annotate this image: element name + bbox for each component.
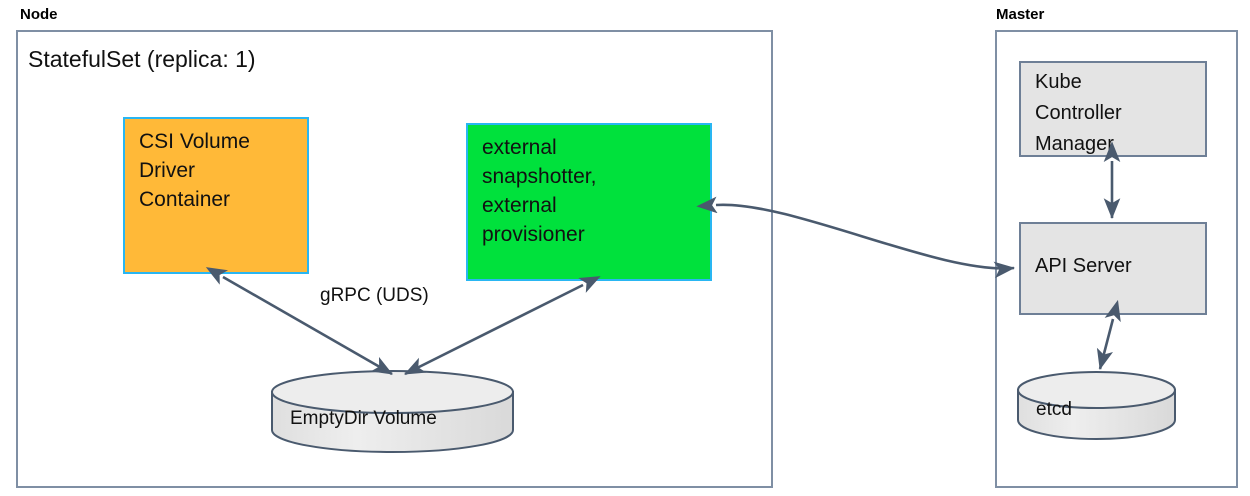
cylinder-label-emptydir-volume: EmptyDir Volume [290, 408, 437, 429]
box-line: external [482, 194, 557, 217]
cylinder-label-etcd: etcd [1036, 399, 1072, 420]
box-line: API Server [1035, 255, 1132, 277]
box-line: Kube [1035, 71, 1082, 93]
box-line: external [482, 136, 557, 159]
box-line: Driver [139, 159, 195, 182]
box-csi-volume-driver-container[interactable]: CSI Volume Driver Container [123, 117, 309, 274]
box-line: snapshotter, [482, 165, 597, 188]
statefulset-title: StatefulSet (replica: 1) [28, 46, 256, 72]
box-line: Container [139, 188, 231, 211]
box-line: CSI Volume [139, 130, 250, 153]
box-line: Manager [1035, 133, 1114, 155]
group-label-node: Node [20, 6, 58, 23]
box-line: Controller [1035, 102, 1122, 124]
box-api-server[interactable]: API Server [1019, 222, 1207, 315]
group-label-master: Master [996, 6, 1045, 23]
box-external-sidecars[interactable]: external snapshotter, external provision… [466, 123, 712, 281]
box-line: provisioner [482, 223, 585, 246]
edge-label-grpc-uds: gRPC (UDS) [320, 285, 429, 306]
box-kube-controller-manager[interactable]: Kube Controller Manager [1019, 61, 1207, 157]
